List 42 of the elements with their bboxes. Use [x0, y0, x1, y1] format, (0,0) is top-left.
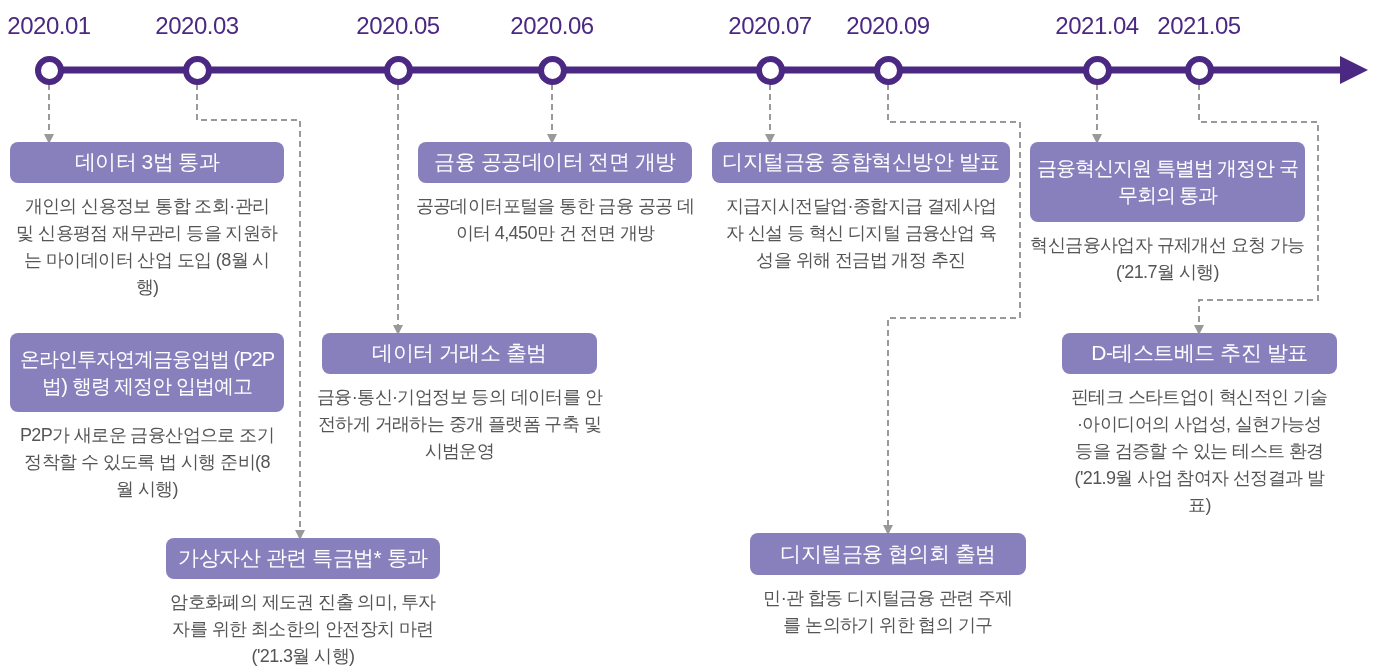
- milestone-circle: [34, 55, 64, 85]
- event-title: 디지털금융 협의회 출범: [750, 533, 1026, 575]
- event-description: 핀테크 스타트업이 혁신적인 기술·아이디어의 사업성, 실현가능성 등을 검증할 수 있는 테스트 환경('21.9월 사업 참여자 선정결과 발표): [1070, 386, 1329, 517]
- dashed-arrow: [883, 83, 1021, 535]
- milestone-circle: [383, 55, 413, 85]
- event-description: 개인의 신용정보 통합 조회·관리 및 신용평점 재무관리 등을 지원하는 마이데이터 산업 도입 (8월 시행): [16, 195, 278, 299]
- milestone-circle: [1184, 55, 1214, 85]
- milestone-circle: [755, 55, 785, 85]
- event-title: 금융혁신지원 특별법 개정안 국무회의 통과: [1030, 142, 1305, 222]
- dashed-arrow: [547, 83, 557, 144]
- dashed-arrow: [196, 83, 305, 540]
- event-description: P2P가 새로운 금융산업으로 조기 정착할 수 있도록 법 시행 준비(8월 시행): [18, 424, 276, 501]
- dashed-arrow: [1092, 83, 1102, 144]
- milestone-circle: [873, 55, 903, 85]
- milestone-circle: [1082, 55, 1112, 85]
- event-description: 공공데이터포털을 통한 금융 공공 데이터 4,450만 건 전면 개방: [414, 195, 696, 245]
- date-label: 2021.05: [1156, 12, 1242, 40]
- dashed-arrow: [765, 83, 775, 144]
- event-description: 금융·통신·기업정보 등의 데이터를 안전하게 거래하는 중개 플랫폼 구축 및 시범운영: [317, 386, 602, 463]
- event-description: 암호화폐의 제도권 진출 의미, 투자자를 위한 최소한의 안전장치 마련 ('21.3월 시행): [169, 591, 437, 666]
- date-label: 2020.01: [6, 12, 92, 40]
- event-title: 디지털금융 종합혁신방안 발표: [712, 142, 1010, 183]
- event-description: 지급지시전달업·종합지급 결제사업자 신설 등 혁신 디지털 금융산업 육성을 위해 전금법 개정 추진: [724, 195, 998, 272]
- dashed-arrow: [393, 83, 403, 335]
- date-label: 2021.04: [1054, 12, 1140, 40]
- date-label: 2020.05: [355, 12, 441, 40]
- event-title: 가상자산 관련 특금법* 통과: [166, 538, 440, 579]
- dashed-arrow: [1194, 83, 1319, 335]
- event-description: 혁신금융사업자 규제개선 요청 가능 ('21.7월 시행): [1029, 234, 1306, 284]
- milestone-circle: [537, 55, 567, 85]
- date-label: 2020.03: [154, 12, 240, 40]
- dashed-arrow: [44, 83, 54, 144]
- event-title: 금융 공공데이터 전면 개방: [418, 142, 692, 183]
- event-description: 민·관 합동 디지털금융 관련 주제를 논의하기 위한 협의 기구: [762, 587, 1014, 637]
- date-label: 2020.07: [727, 12, 813, 40]
- milestone-circle: [182, 55, 212, 85]
- date-label: 2020.06: [509, 12, 595, 40]
- event-title: D-테스트베드 추진 발표: [1062, 333, 1337, 374]
- event-title: 데이터 3법 통과: [10, 142, 284, 183]
- date-label: 2020.09: [845, 12, 931, 40]
- event-title: 데이터 거래소 출범: [322, 333, 597, 374]
- event-title: 온라인투자연계금융업법 (P2P법) 행령 제정안 입법예고: [10, 333, 284, 412]
